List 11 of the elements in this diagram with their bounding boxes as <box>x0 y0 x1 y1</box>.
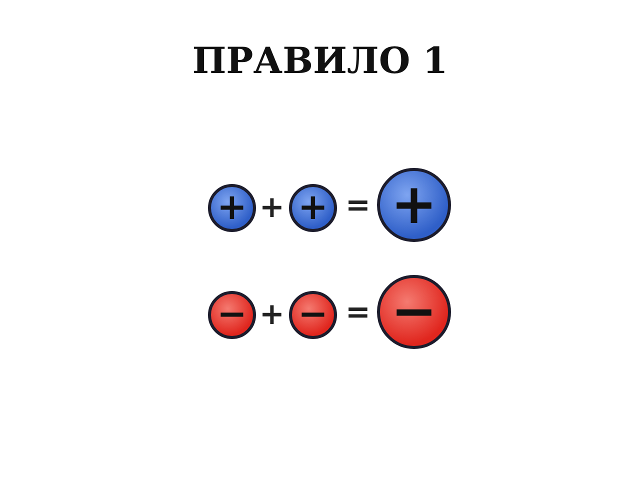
charge-circle: + <box>208 184 256 232</box>
charge-circle: + <box>289 184 337 232</box>
operator-sign: + <box>259 193 285 223</box>
charge-circle: + <box>377 168 451 242</box>
operator-sign: + <box>259 300 285 330</box>
operator-sign: = <box>345 298 371 328</box>
operator-sign: = <box>345 191 371 221</box>
charge-circle: − <box>208 291 256 339</box>
charge-circle: − <box>377 275 451 349</box>
charge-circle: − <box>289 291 337 339</box>
title: ПРАВИЛО 1 <box>191 40 449 82</box>
